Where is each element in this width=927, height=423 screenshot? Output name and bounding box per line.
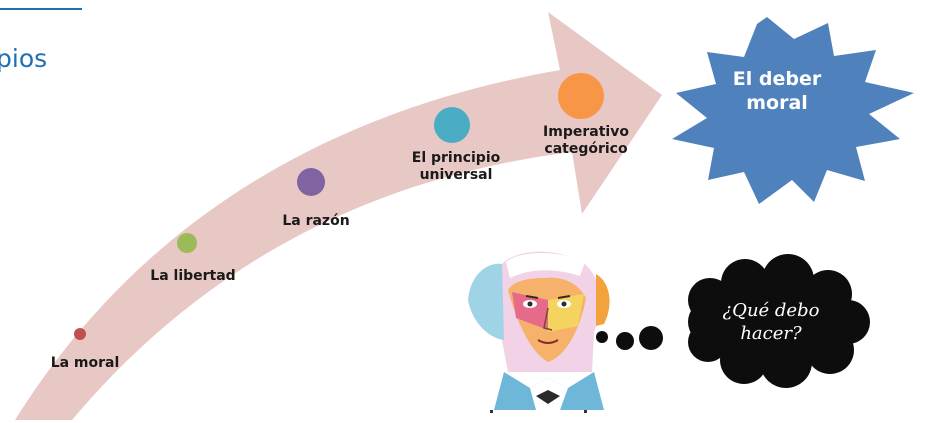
step-label-la-razon: La razón	[282, 213, 350, 229]
goal-starburst	[672, 17, 914, 204]
step-dot-la-libertad	[177, 233, 197, 253]
step-dot-la-razon	[297, 168, 325, 196]
thought-cloud	[688, 254, 870, 388]
progress-arrow	[15, 12, 662, 420]
goal-label: El deber moral	[732, 68, 822, 114]
step-label-imperativo-categorico: Imperativo categórico	[543, 124, 629, 157]
step-label-la-libertad: La libertad	[150, 268, 236, 284]
title-accent-rule	[0, 8, 82, 10]
step-dot-el-principio-universal	[434, 107, 470, 143]
thought-dot-medium	[616, 332, 634, 350]
thought-dot-small	[596, 331, 608, 343]
step-label-el-principio-universal: El principio universal	[411, 150, 501, 183]
thought-dot-large	[639, 326, 663, 350]
kant-portrait-icon	[468, 251, 610, 413]
thought-text: ¿Qué debo hacer?	[722, 300, 820, 344]
step-label-la-moral: La moral	[50, 355, 120, 371]
step-dot-imperativo-categorico	[558, 73, 604, 119]
step-dot-la-moral	[74, 328, 86, 340]
slide-title-fragment: pios	[0, 44, 48, 73]
